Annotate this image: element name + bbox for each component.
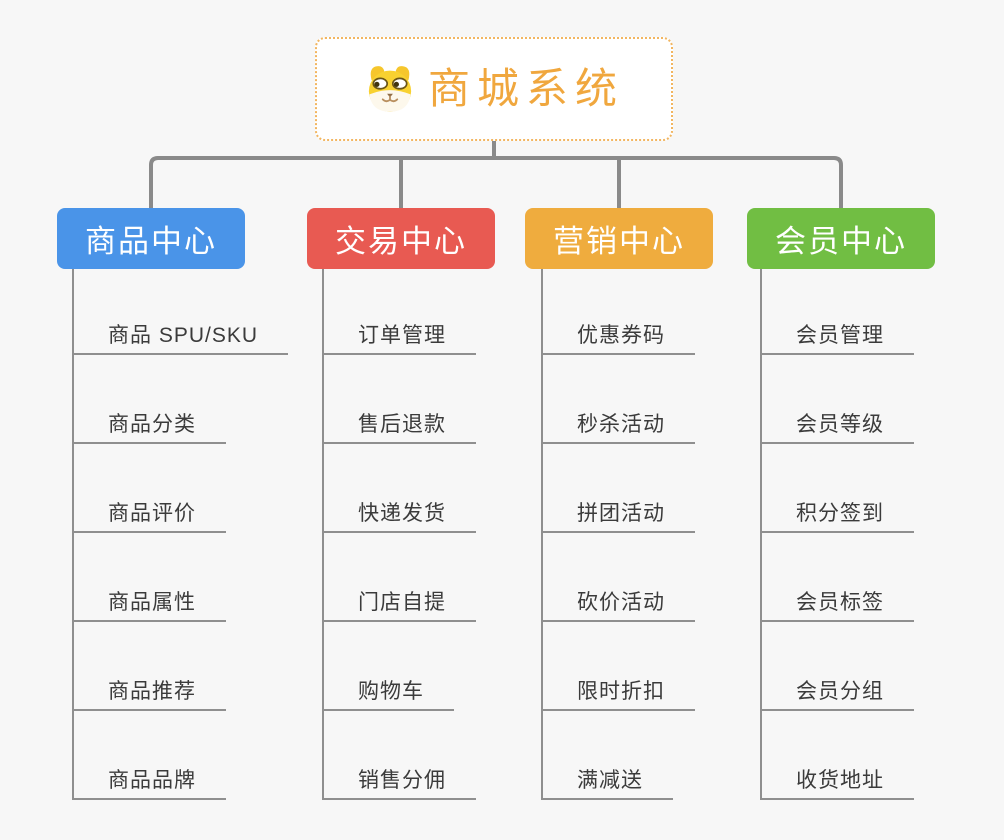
leaf-node[interactable]: 商品品牌 (74, 711, 226, 800)
leaf-label: 秒杀活动 (577, 412, 665, 436)
leaf-node[interactable]: 会员标签 (762, 533, 914, 622)
root-node[interactable]: 商城系统 (315, 37, 673, 141)
leaf-label: 优惠券码 (577, 323, 665, 347)
leaf-node[interactable]: 购物车 (324, 622, 454, 711)
leaf-node[interactable]: 订单管理 (324, 266, 476, 355)
branch-label: 交易中心 (335, 224, 467, 259)
branch-rail-line (149, 156, 843, 208)
leaf-label: 会员管理 (796, 323, 884, 347)
leaf-node[interactable]: 砍价活动 (543, 533, 695, 622)
branch-children-marketing: 优惠券码 秒杀活动 拼团活动 砍价活动 限时折扣 满减送 (541, 266, 695, 800)
branch-node-member-center[interactable]: 会员中心 (747, 208, 935, 269)
leaf-label: 拼团活动 (577, 501, 665, 525)
branch-children-trade: 订单管理 售后退款 快递发货 门店自提 购物车 销售分佣 (322, 266, 476, 800)
leaf-label: 满减送 (577, 768, 643, 792)
leaf-node[interactable]: 会员等级 (762, 355, 914, 444)
leaf-node[interactable]: 商品推荐 (74, 622, 226, 711)
leaf-node[interactable]: 会员分组 (762, 622, 914, 711)
branch-children-member: 会员管理 会员等级 积分签到 会员标签 会员分组 收货地址 (760, 266, 914, 800)
branch-children-product: 商品 SPU/SKU 商品分类 商品评价 商品属性 商品推荐 商品品牌 (72, 266, 289, 800)
leaf-label: 砍价活动 (577, 590, 665, 614)
branch-node-product-center[interactable]: 商品中心 (57, 208, 245, 269)
root-title: 商城系统 (427, 65, 624, 112)
leaf-label: 收货地址 (796, 768, 884, 792)
leaf-node[interactable]: 优惠券码 (543, 266, 695, 355)
leaf-node[interactable]: 售后退款 (324, 355, 476, 444)
leaf-label: 购物车 (358, 679, 424, 703)
leaf-label: 商品推荐 (108, 679, 196, 703)
leaf-node[interactable]: 商品属性 (74, 533, 226, 622)
leaf-node[interactable]: 商品 SPU/SKU (74, 266, 289, 355)
leaf-node[interactable]: 收货地址 (762, 711, 914, 800)
leaf-label: 积分签到 (796, 501, 884, 525)
leaf-label: 会员等级 (796, 412, 884, 436)
branch-label: 商品中心 (85, 224, 217, 259)
leaf-node[interactable]: 门店自提 (324, 533, 476, 622)
leaf-label: 商品 SPU/SKU (108, 323, 259, 347)
leaf-label: 订单管理 (358, 323, 446, 347)
leaf-label: 门店自提 (358, 590, 446, 614)
leaf-label: 商品分类 (108, 412, 196, 436)
leaf-label: 销售分佣 (358, 768, 446, 792)
leaf-label: 商品评价 (108, 501, 196, 525)
leaf-label: 售后退款 (358, 412, 446, 436)
leaf-node[interactable]: 积分签到 (762, 444, 914, 533)
branch-node-marketing-center[interactable]: 营销中心 (525, 208, 713, 269)
leaf-label: 商品品牌 (108, 768, 196, 792)
leaf-label: 限时折扣 (577, 679, 665, 703)
leaf-node[interactable]: 拼团活动 (543, 444, 695, 533)
leaf-node[interactable]: 商品评价 (74, 444, 226, 533)
leaf-label: 会员分组 (796, 679, 884, 703)
leaf-node[interactable]: 秒杀活动 (543, 355, 695, 444)
branch-node-trade-center[interactable]: 交易中心 (307, 208, 495, 269)
leaf-label: 会员标签 (796, 590, 884, 614)
dog-face-icon (368, 66, 412, 112)
branch-label: 会员中心 (775, 224, 907, 259)
leaf-node[interactable]: 限时折扣 (543, 622, 695, 711)
branch-label: 营销中心 (553, 224, 685, 259)
leaf-node[interactable]: 会员管理 (762, 266, 914, 355)
leaf-node[interactable]: 商品分类 (74, 355, 226, 444)
leaf-node[interactable]: 满减送 (543, 711, 673, 800)
leaf-node[interactable]: 快递发货 (324, 444, 476, 533)
leaf-label: 商品属性 (108, 590, 196, 614)
leaf-label: 快递发货 (358, 501, 446, 525)
leaf-node[interactable]: 销售分佣 (324, 711, 476, 800)
